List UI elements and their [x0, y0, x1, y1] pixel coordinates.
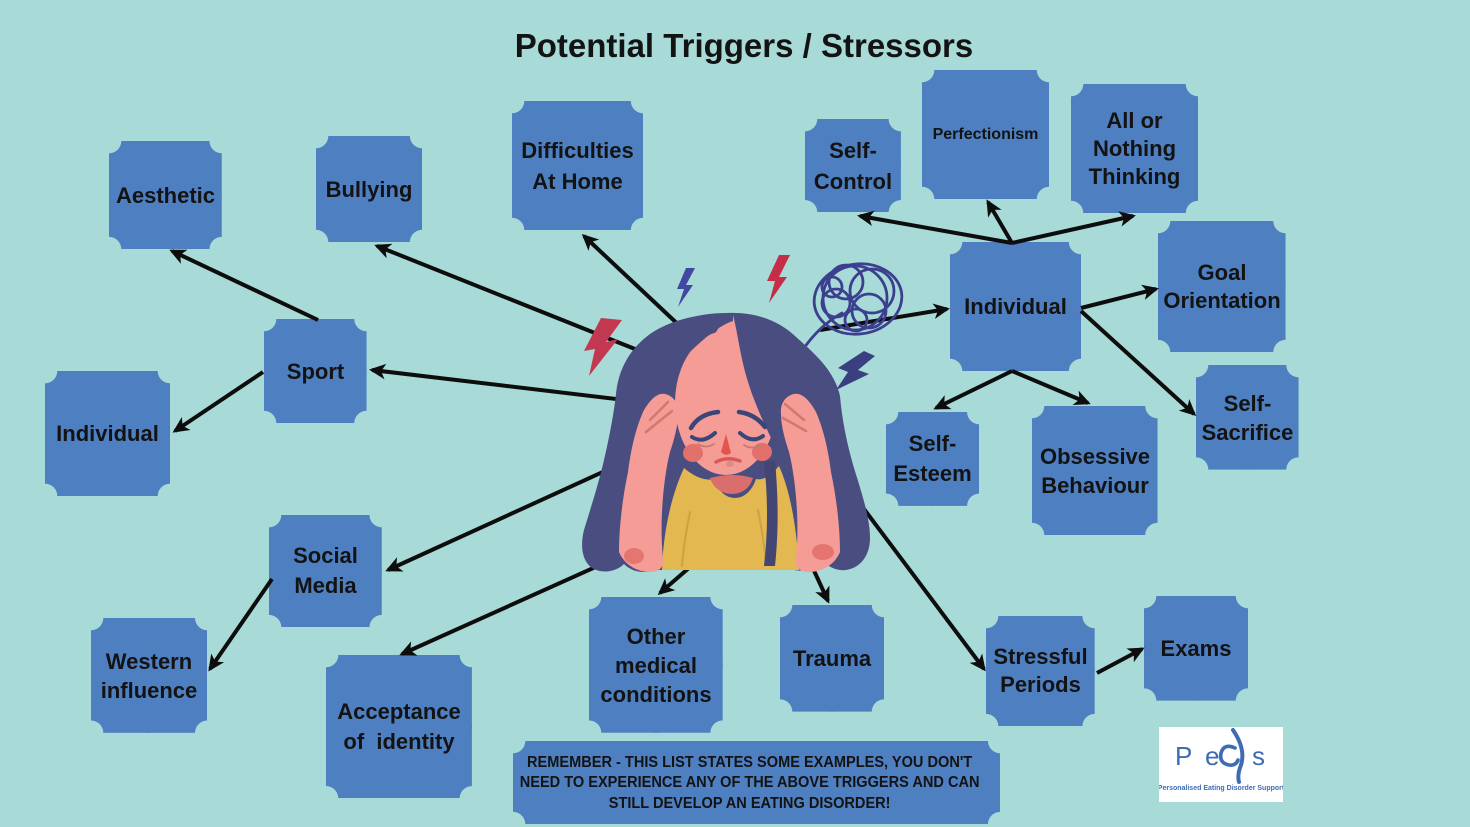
- svg-text:P: P: [1175, 741, 1192, 771]
- svg-text:e: e: [1205, 741, 1219, 771]
- svg-text:s: s: [1252, 741, 1265, 771]
- svg-text:Personalised Eating Disorder S: Personalised Eating Disorder Support: [1159, 785, 1283, 792]
